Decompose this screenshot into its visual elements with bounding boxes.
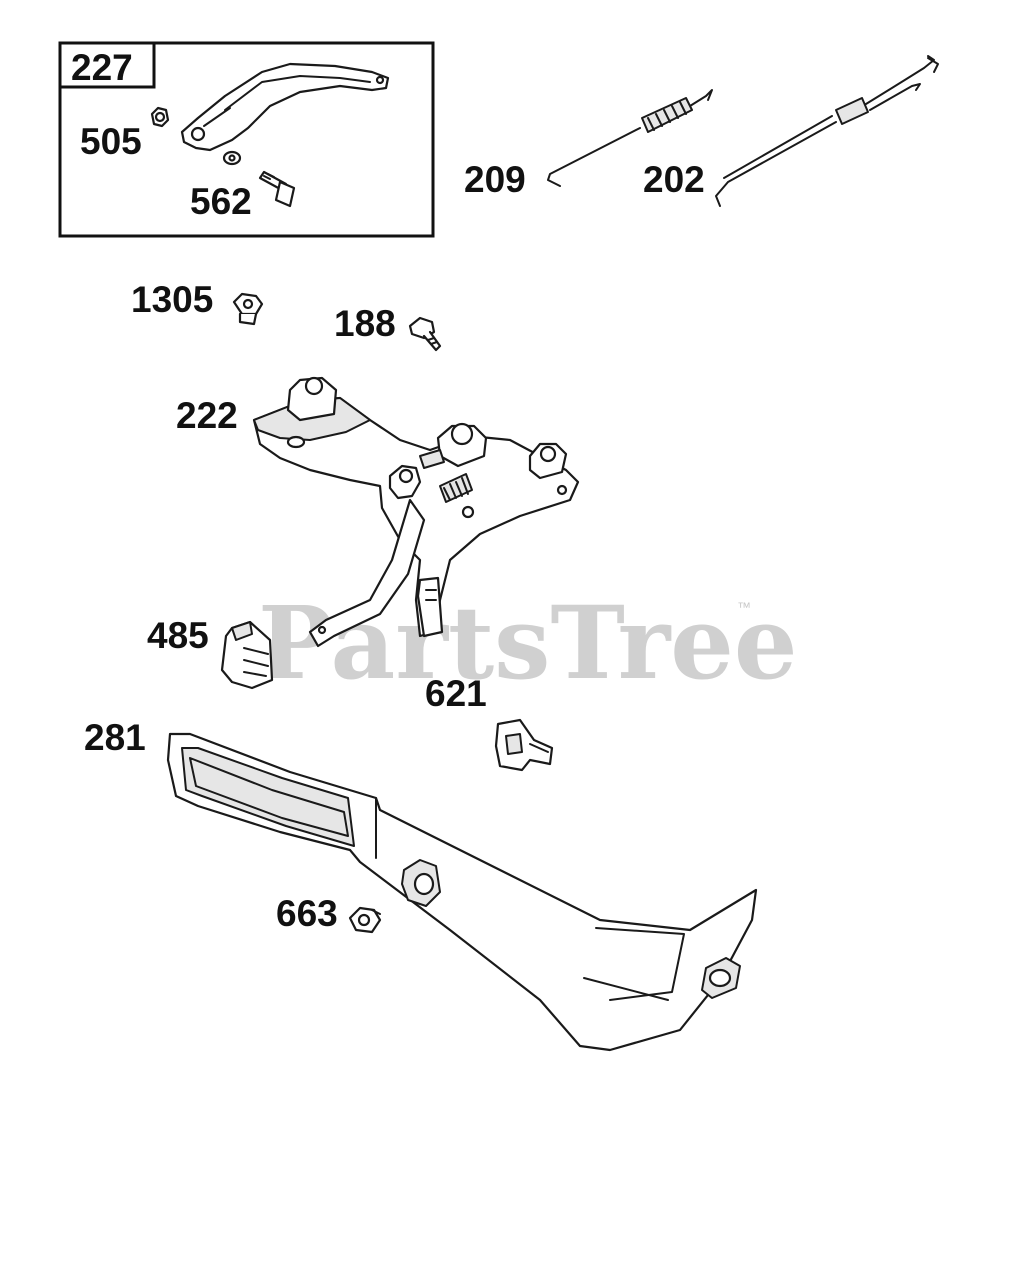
label-222: 222	[176, 395, 238, 436]
part-562-bolt[interactable]	[222, 150, 296, 208]
label-485: 485	[147, 615, 209, 656]
part-621-clip[interactable]	[494, 718, 554, 772]
part-labels: 227 505 562 209 202 1305 188 222 485 621…	[71, 47, 705, 934]
label-621: 621	[425, 673, 487, 714]
label-281: 281	[84, 717, 146, 758]
watermark-text: PartsTree	[258, 584, 798, 702]
part-209-spring-link[interactable]	[547, 89, 713, 187]
label-209: 209	[464, 159, 526, 200]
part-281-cover[interactable]	[166, 732, 758, 1052]
part-227-lever[interactable]	[180, 62, 390, 152]
label-227: 227	[71, 47, 133, 88]
label-663: 663	[276, 893, 338, 934]
watermark: PartsTree ™	[258, 584, 798, 702]
part-222-control-bracket[interactable]	[252, 376, 580, 648]
part-485-block[interactable]	[220, 620, 274, 690]
part-663-nut[interactable]	[348, 906, 382, 934]
kit-227-box	[58, 41, 435, 238]
label-202: 202	[643, 159, 705, 200]
watermark-trademark: ™	[737, 599, 751, 615]
label-1305: 1305	[131, 279, 213, 320]
part-202-governor-rod[interactable]	[715, 55, 939, 207]
part-1305-nut[interactable]	[232, 292, 264, 326]
label-505: 505	[80, 121, 142, 162]
part-505-nut[interactable]	[150, 106, 170, 128]
label-562: 562	[190, 181, 252, 222]
label-188: 188	[334, 303, 396, 344]
part-188-screw[interactable]	[408, 316, 442, 352]
